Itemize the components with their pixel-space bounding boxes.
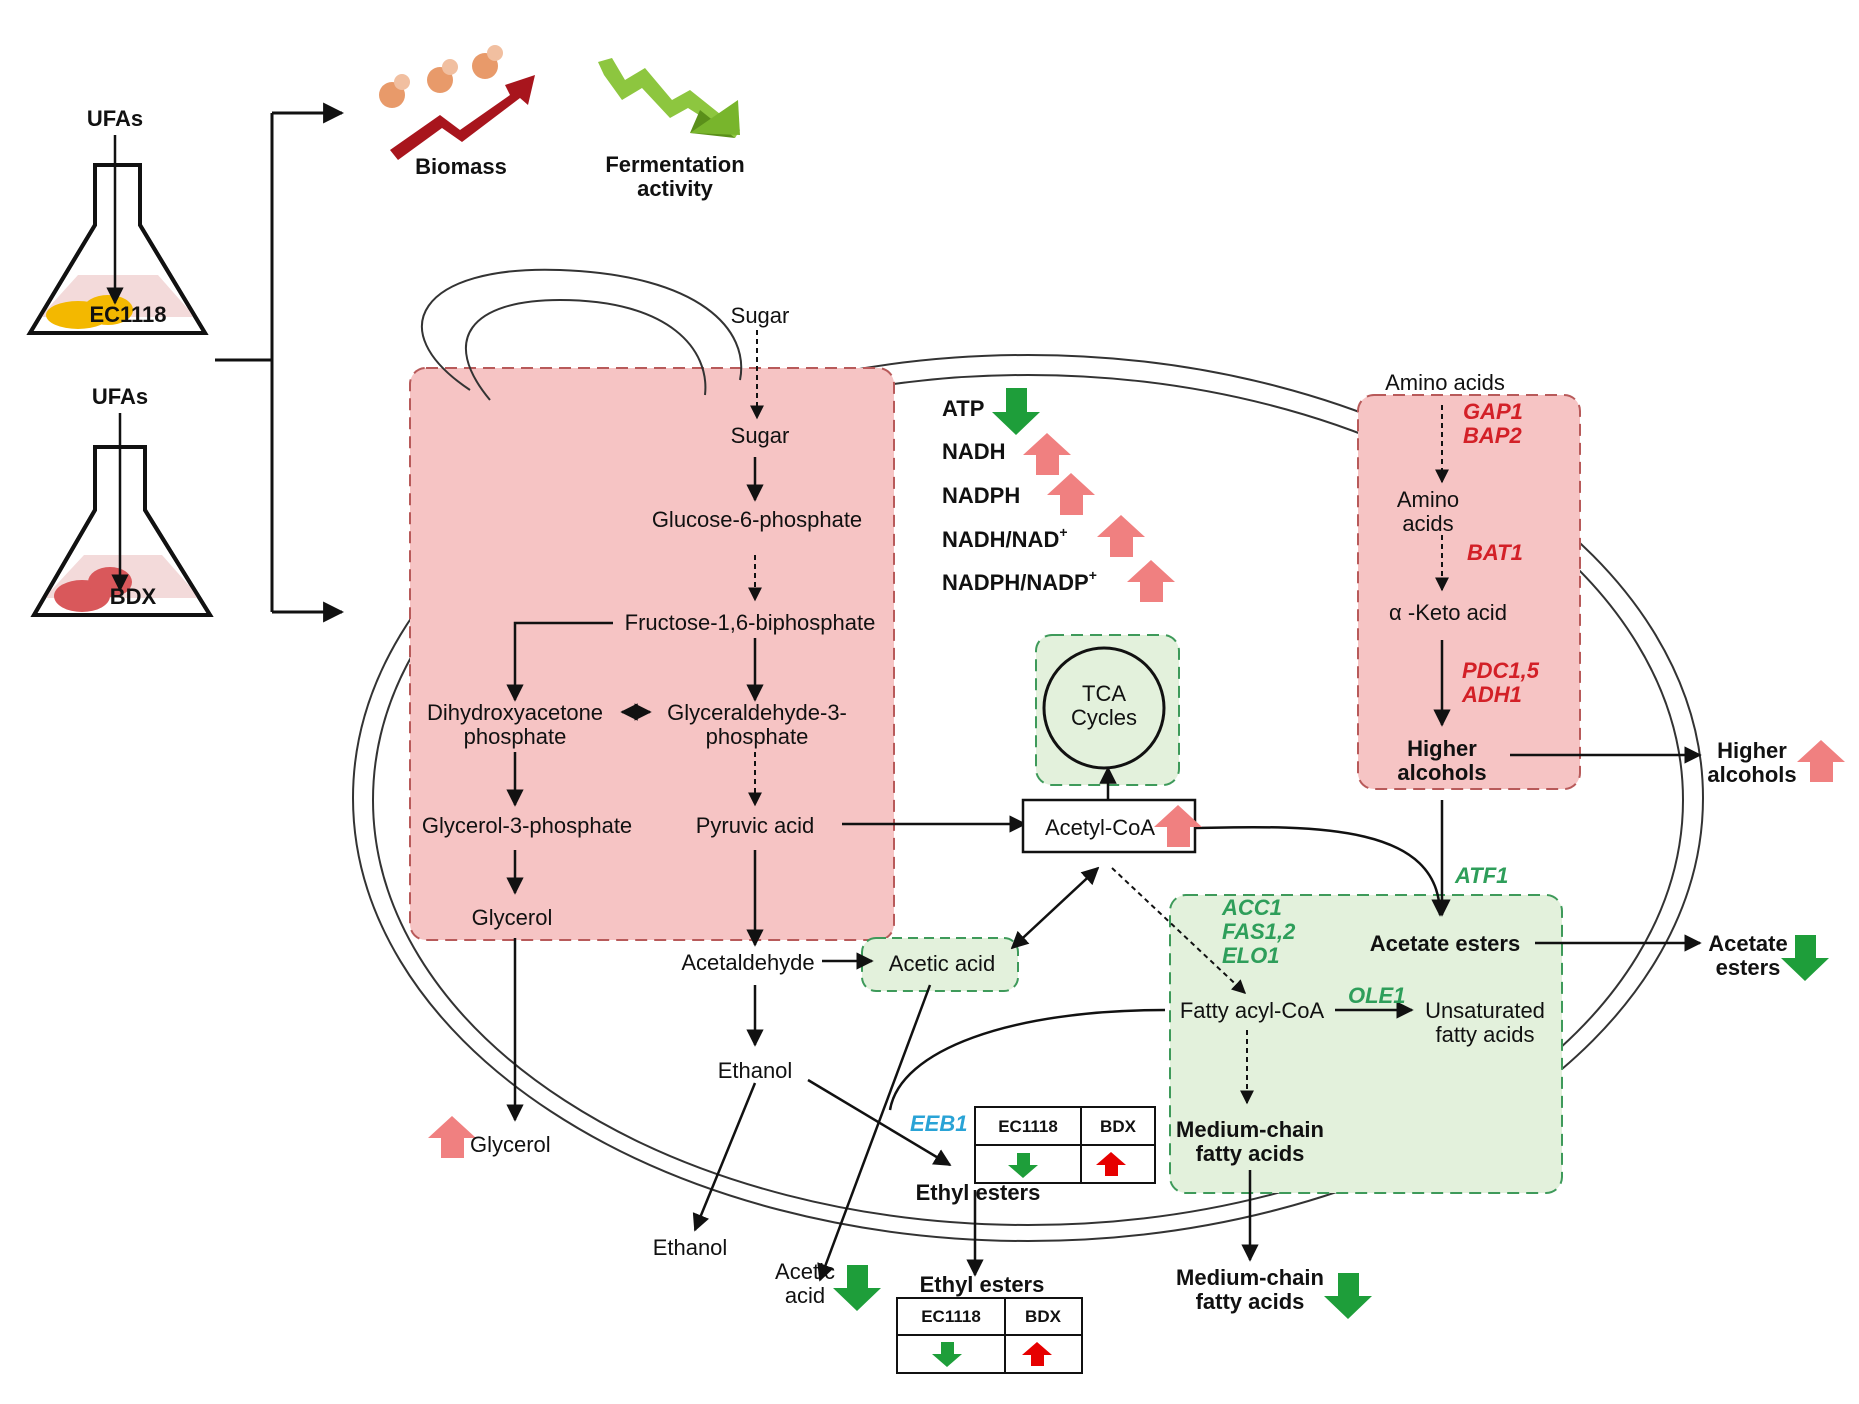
higher-alcohols-external-1: Higher [1717,738,1787,763]
inner-table-col1: EC1118 [998,1117,1058,1136]
ethanol-internal: Ethanol [718,1058,793,1083]
dhap-line1: Dihydroxyacetone [427,700,603,725]
higher-alcohols-internal-1: Higher [1407,736,1477,761]
sugar-internal: Sugar [731,423,790,448]
acetate-esters-internal: Acetate esters [1370,931,1520,956]
ethanol-external: Ethanol [653,1235,728,1260]
biomass-label: Biomass [415,154,507,179]
outer-table-col2: BDX [1025,1307,1062,1326]
nadph-ratio-up-arrow [1127,560,1175,602]
higher-alcohols-up-arrow [1797,740,1845,782]
flask2-strain-label: BDX [110,584,157,609]
inner-table-col2: BDX [1100,1117,1137,1136]
biomass-icon [379,45,535,160]
alpha-keto-acid: α -Keto acid [1389,600,1507,625]
glycolysis-box [409,367,895,941]
acetaldehyde: Acetaldehyde [681,950,814,975]
nadh-ratio-up-arrow [1097,515,1145,557]
nadph-up-arrow [1047,473,1095,515]
higher-alcohols-external-2: alcohols [1707,762,1796,787]
dhap-line2: phosphate [464,724,567,749]
membrane-loop-inner [464,298,707,401]
gene-atf1: ATF1 [1454,863,1508,888]
atp-down-arrow [992,388,1040,435]
gene-fas: FAS1,2 [1222,919,1296,944]
membrane-loop-outer [420,268,743,391]
atp-label: ATP [942,396,984,421]
outer-table-col1: EC1118 [921,1307,981,1326]
acetate-esters-external-2: esters [1716,955,1781,980]
mcfa-down-arrow [1324,1273,1372,1319]
acetyl-coa-up-arrow [1154,805,1202,847]
amino-acids-internal-2: acids [1402,511,1453,536]
unsaturated-fatty-acids-2: fatty acids [1435,1022,1534,1047]
acetic-acid-external-1: Acetic [775,1259,835,1284]
nadph-label: NADPH [942,483,1020,508]
unsaturated-fatty-acids-1: Unsaturated [1425,998,1545,1023]
glycerol-internal: Glycerol [472,905,553,930]
mcfa-external-2: fatty acids [1196,1289,1305,1314]
sugar-external: Sugar [731,303,790,328]
acetate-esters-down-arrow [1781,935,1829,981]
flask1-strain-label: EC1118 [89,302,166,327]
gene-acc1: ACC1 [1221,895,1282,920]
tca-label-2: Cycles [1071,705,1137,730]
ethyl-esters-table-inner [974,1106,1156,1184]
gap-line2: phosphate [706,724,809,749]
nadph-ratio-label: NADPH/NADP+ [942,567,1097,595]
tca-label-1: TCA [1082,681,1126,706]
amino-acid-box [1357,394,1581,790]
higher-alcohols-internal-2: alcohols [1397,760,1486,785]
glycerol-external: Glycerol [470,1132,551,1157]
fermentation-down-icon [598,58,740,138]
glycerol-3-phosphate: Glycerol-3-phosphate [422,813,632,838]
ethyl-esters-table-outer [896,1297,1083,1374]
nadh-ratio-label: NADH/NAD+ [942,524,1068,552]
lipid-box [1169,894,1563,1194]
nadh-up-arrow [1023,433,1071,475]
acetyl-coa-label: Acetyl-CoA [1045,815,1155,840]
gene-adh1: ADH1 [1461,682,1522,707]
flask1-input-label: UFAs [87,106,143,131]
ethyl-esters-external: Ethyl esters [920,1272,1045,1297]
gene-bap2: BAP2 [1463,423,1522,448]
gap-line1: Glyceraldehyde-3- [667,700,847,725]
glucose-6-phosphate: Glucose-6-phosphate [652,507,862,532]
mcfa-external-1: Medium-chain [1176,1265,1324,1290]
fatty-acyl-coa: Fatty acyl-CoA [1180,998,1325,1023]
cell-outer-membrane [352,354,1704,1242]
gene-pdc: PDC1,5 [1462,658,1540,683]
gene-ole1: OLE1 [1348,983,1405,1008]
amino-acids-external: Amino acids [1385,370,1505,395]
gene-gap1: GAP1 [1463,399,1523,424]
fermentation-label-1: Fermentation [605,152,744,177]
fructose-biphosphate: Fructose-1,6-biphosphate [625,610,876,635]
mcfa-internal-2: fatty acids [1196,1141,1305,1166]
tca-circle [1042,646,1166,770]
acetate-esters-external-1: Acetate [1708,931,1787,956]
glycerol-up-arrow [428,1116,476,1158]
acetic-acid-internal: Acetic acid [889,951,995,976]
amino-acids-internal-1: Amino [1397,487,1459,512]
ethyl-esters-internal: Ethyl esters [916,1180,1041,1205]
acetic-acid-external-2: acid [785,1283,825,1308]
nadh-label: NADH [942,439,1006,464]
acetic-acid-down-arrow [833,1265,881,1311]
gene-eeb1: EEB1 [910,1111,967,1136]
pyruvic-acid: Pyruvic acid [696,813,815,838]
fermentation-label-2: activity [637,176,714,201]
gene-bat1: BAT1 [1467,540,1523,565]
mcfa-internal-1: Medium-chain [1176,1117,1324,1142]
flask2-input-label: UFAs [92,384,148,409]
cell-inner-membrane [372,374,1684,1226]
gene-elo1: ELO1 [1222,943,1279,968]
